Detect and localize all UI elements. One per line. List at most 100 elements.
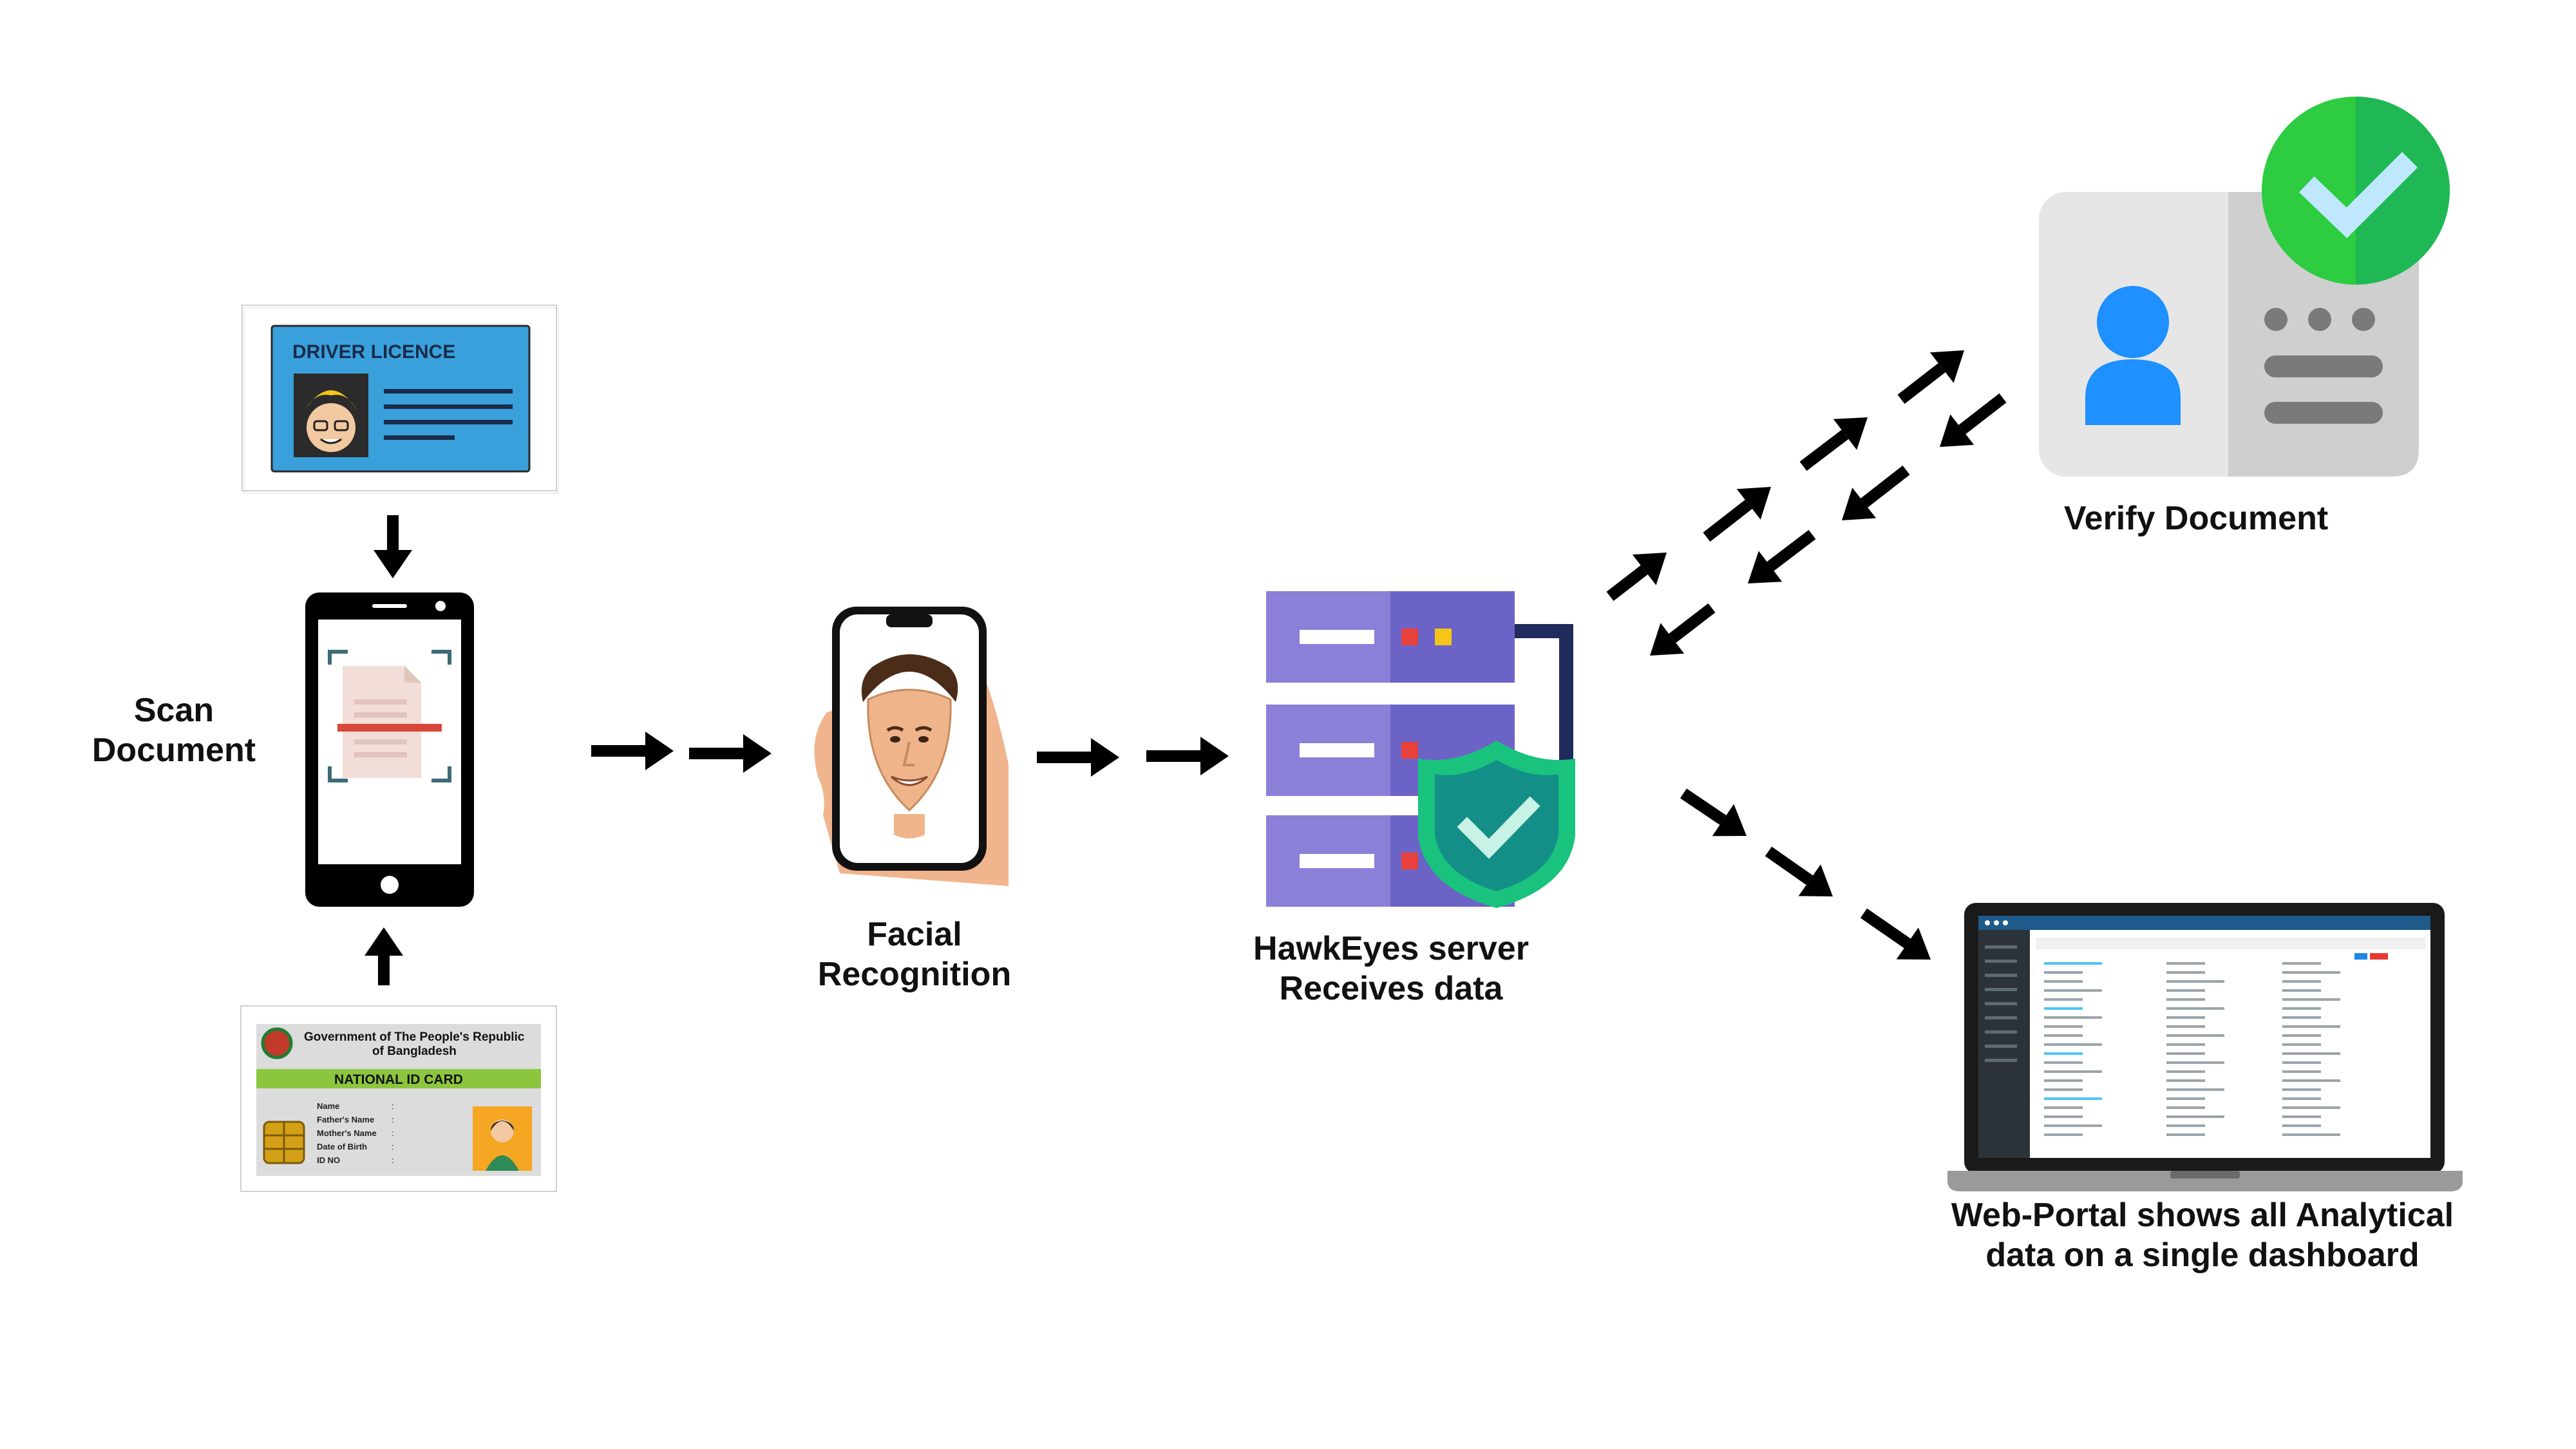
dashboard-row-line (2044, 1106, 2083, 1109)
phone-home-button-icon (381, 876, 399, 894)
svg-text::: : (392, 1115, 394, 1124)
down-right-arrow (1765, 846, 1833, 896)
dashboard-row-line (2166, 1025, 2205, 1028)
dashboard-row-line (2282, 962, 2321, 965)
dashboard-row-line (2166, 971, 2205, 974)
dashboard-row-line (2282, 1070, 2321, 1073)
dashboard-row-line (2166, 998, 2205, 1001)
down-left-arrow (1748, 529, 1816, 583)
dashboard-row-line (2044, 1133, 2083, 1136)
dashboard-row-line (2044, 971, 2083, 974)
driver-licence-card: DRIVER LICENCE (242, 305, 559, 494)
verified-check-icon (2262, 97, 2450, 285)
dashboard-row-line (2282, 1007, 2321, 1010)
down-left-arrow (1842, 465, 1910, 520)
dashboard-row-line (2044, 1097, 2102, 1100)
right-arrow (689, 734, 772, 773)
dashboard-row-line (2044, 980, 2083, 983)
dashboard-row-line (2166, 1115, 2224, 1118)
sidebar-item (1985, 945, 2017, 949)
dashboard-row-line (2044, 989, 2102, 992)
dashboard-row-line (2282, 1088, 2321, 1091)
sidebar-item (1985, 1016, 2017, 1019)
dashboard-row-line (2044, 1115, 2083, 1118)
dashboard-row-line (2166, 1088, 2224, 1091)
dashboard-row-line (2282, 998, 2340, 1001)
dashboard-row-line (2044, 1079, 2083, 1082)
dashboard-row-line (2166, 1007, 2224, 1010)
dashboard-row-line (2166, 1034, 2224, 1037)
svg-text::: : (392, 1142, 394, 1151)
verify-document-card (2039, 97, 2450, 477)
security-shield-icon (1418, 741, 1575, 908)
down-right-arrow (1860, 908, 1931, 960)
id-title: NATIONAL ID CARD (334, 1072, 463, 1087)
right-arrow (1146, 737, 1229, 775)
facial-recognition-label: Facial Recognition (817, 916, 1012, 994)
dashboard-row-line (2166, 1016, 2205, 1019)
national-id-card: Government of The People's Republic of B… (240, 1005, 557, 1192)
id-gov-line2: of Bangladesh (372, 1045, 457, 1058)
dashboard-row-line (2166, 1106, 2205, 1109)
dashboard-row-line (2282, 989, 2321, 992)
scanner-phone (305, 592, 474, 907)
svg-text::: : (392, 1155, 394, 1165)
up-right-arrow (1606, 553, 1667, 601)
dashboard-row-line (2166, 1061, 2224, 1064)
dashboard-row-line (2282, 971, 2340, 974)
dashboard-row-line (2166, 1043, 2205, 1046)
dashboard-row-line (2044, 1034, 2083, 1037)
sidebar-item (1985, 1030, 2017, 1034)
verify-document-label: Verify Document (2063, 500, 2329, 537)
hawkeyes-server-icon (1266, 591, 1575, 908)
web-portal-label: Web-Portal shows all Analytical data on … (1951, 1197, 2454, 1274)
id-gov-line1: Government of The People's Republic (304, 1030, 525, 1044)
dashboard-row-line (2044, 998, 2083, 1001)
face-icon (861, 654, 958, 838)
dashboard-row-line (2166, 962, 2205, 965)
dashboard-row-line (2044, 962, 2102, 965)
dashboard-row-line (2044, 1016, 2102, 1019)
dashboard-row-line (2282, 1097, 2321, 1100)
up-right-arrow (1703, 487, 1771, 542)
down-arrow (374, 515, 412, 578)
sidebar-item (1985, 988, 2017, 991)
dashboard-row-line (2044, 1124, 2102, 1127)
bangladesh-emblem-icon (261, 1027, 293, 1059)
id-field-label: Mother's Name (317, 1128, 377, 1138)
licence-title: DRIVER LICENCE (292, 341, 455, 363)
dashboard-row-line (2044, 1043, 2102, 1046)
id-field-label: Father's Name (317, 1115, 374, 1124)
id-photo-icon (473, 1106, 532, 1171)
dashboard-row-line (2282, 1025, 2340, 1028)
dashboard-row-line (2282, 1124, 2321, 1127)
dashboard-row-line (2166, 1079, 2205, 1082)
sidebar-item (1985, 960, 2017, 963)
dashboard-row-line (2166, 1124, 2205, 1127)
up-right-arrow (1897, 350, 1964, 404)
svg-text::: : (392, 1128, 394, 1138)
licence-avatar-icon (305, 390, 357, 452)
sidebar-item (1985, 1059, 2017, 1062)
id-field-label: Name (317, 1101, 339, 1111)
id-field-label: ID NO (317, 1155, 340, 1165)
server-label: HawkEyes server Receives data (1253, 930, 1529, 1008)
dashboard-row-line (2044, 1025, 2083, 1028)
sidebar-item (1985, 1002, 2017, 1005)
dashboard-row-line (2166, 980, 2224, 983)
down-left-arrow (1940, 393, 2007, 447)
id-chip-icon (263, 1121, 305, 1164)
dashboard-row-line (2282, 1043, 2321, 1046)
up-right-arrow (1799, 417, 1868, 471)
dashboard-row-line (2166, 1070, 2205, 1073)
dashboard-row-line (2282, 1106, 2340, 1109)
facial-recognition-phone (814, 607, 1009, 886)
dashboard-row-line (2166, 1097, 2205, 1100)
dashboard-row-line (2282, 1115, 2321, 1118)
dashboard-row-line (2044, 1088, 2083, 1091)
right-arrow (591, 732, 674, 770)
down-left-arrow (1650, 603, 1716, 656)
dashboard-row-line (2044, 1070, 2102, 1073)
dashboard-row-line (2166, 1133, 2205, 1136)
